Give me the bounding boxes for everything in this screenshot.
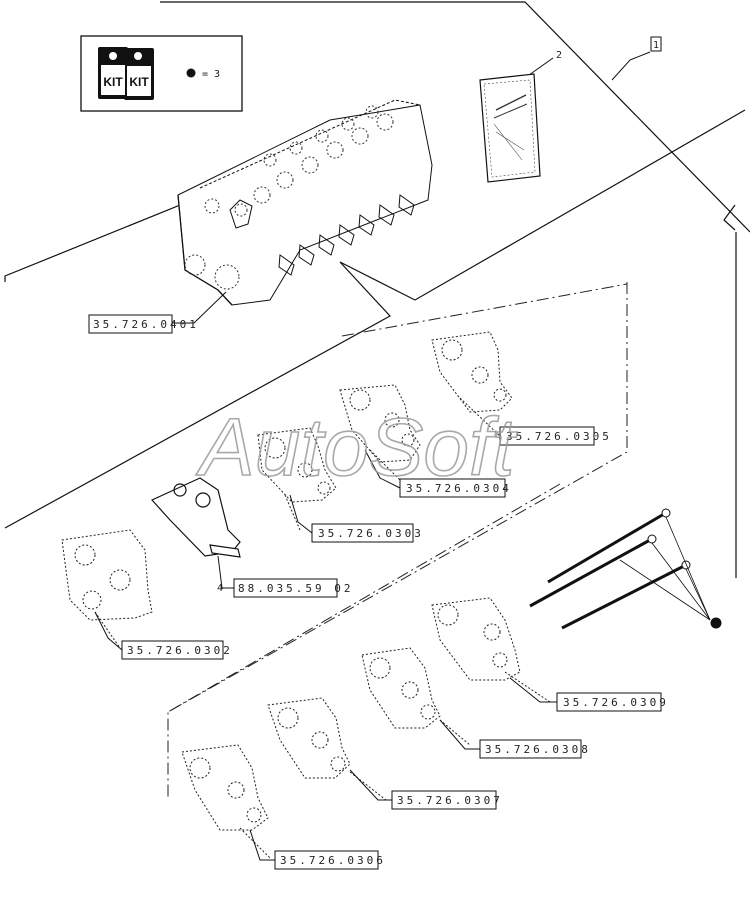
part-ref-0308[interactable]: 35.726.0308 <box>479 739 591 759</box>
part-ref-0302-text: 35.726.0302 <box>127 644 233 657</box>
kit-bullet-marker <box>710 617 722 629</box>
kit-legend-box: KIT KIT = 3 <box>80 35 243 112</box>
part-ref-0401[interactable]: 35.726.0401 <box>88 314 199 334</box>
part-ref-0307-text: 35.726.0307 <box>397 794 503 807</box>
part-ref-0303[interactable]: 35.726.0303 <box>311 523 424 543</box>
part-ref-0401-text: 35.726.0401 <box>93 318 199 331</box>
assembly-bracket-lines <box>4 1 750 578</box>
kit-icon: KIT KIT <box>98 47 154 100</box>
part-ref-0302[interactable]: 35.726.0302 <box>121 640 233 660</box>
section-0307-drawing <box>267 697 387 801</box>
bullet-icon <box>186 68 196 78</box>
kit-label-left: KIT <box>103 75 123 89</box>
section-0302-drawing <box>61 529 153 649</box>
part-ref-0305-text: 35.726.0305 <box>506 430 612 443</box>
part-ref-0309-text: 35.726.0309 <box>563 696 669 709</box>
section-0306-drawing <box>181 744 271 859</box>
leader-lines <box>94 291 557 861</box>
dash-dot-enclosure <box>167 282 628 800</box>
section-0304-drawing <box>339 384 421 481</box>
tie-rods <box>529 508 722 630</box>
part-ref-0309[interactable]: 35.726.0309 <box>556 692 669 712</box>
part-ref-0304[interactable]: 35.726.0304 <box>399 478 512 498</box>
part-ref-item4[interactable]: 88.035.59 02 <box>233 578 353 598</box>
section-0305-drawing <box>431 331 513 437</box>
section-0303-drawing <box>257 427 337 531</box>
item-1-number: 1 <box>653 40 659 51</box>
item-2-manual: 2 <box>479 50 562 183</box>
part-ref-0304-text: 35.726.0304 <box>406 482 512 495</box>
part-ref-0305[interactable]: 35.726.0305 <box>499 426 612 446</box>
part-ref-item4-text: 88.035.59 02 <box>238 582 353 595</box>
valve-block-assembly <box>177 99 433 306</box>
part-ref-0303-text: 35.726.0303 <box>318 527 424 540</box>
part-ref-0306-text: 35.726.0306 <box>280 854 386 867</box>
part-ref-0307[interactable]: 35.726.0307 <box>391 790 503 810</box>
section-0308-drawing <box>361 647 471 746</box>
item-4-number: 4 <box>217 583 223 594</box>
section-0309-drawing <box>431 597 551 703</box>
item-2-number: 2 <box>556 50 562 61</box>
part-ref-0306[interactable]: 35.726.0306 <box>274 850 386 870</box>
kit-label-right: KIT <box>129 75 149 89</box>
part-ref-0308-text: 35.726.0308 <box>485 743 591 756</box>
kit-bullet-count: = 3 <box>202 69 220 80</box>
item-4-valve-drawing <box>151 477 241 558</box>
item-1-callout: 1 <box>611 36 662 81</box>
watermark: AutoSoft <box>195 402 518 493</box>
item-4-callout: 4 <box>217 583 223 594</box>
